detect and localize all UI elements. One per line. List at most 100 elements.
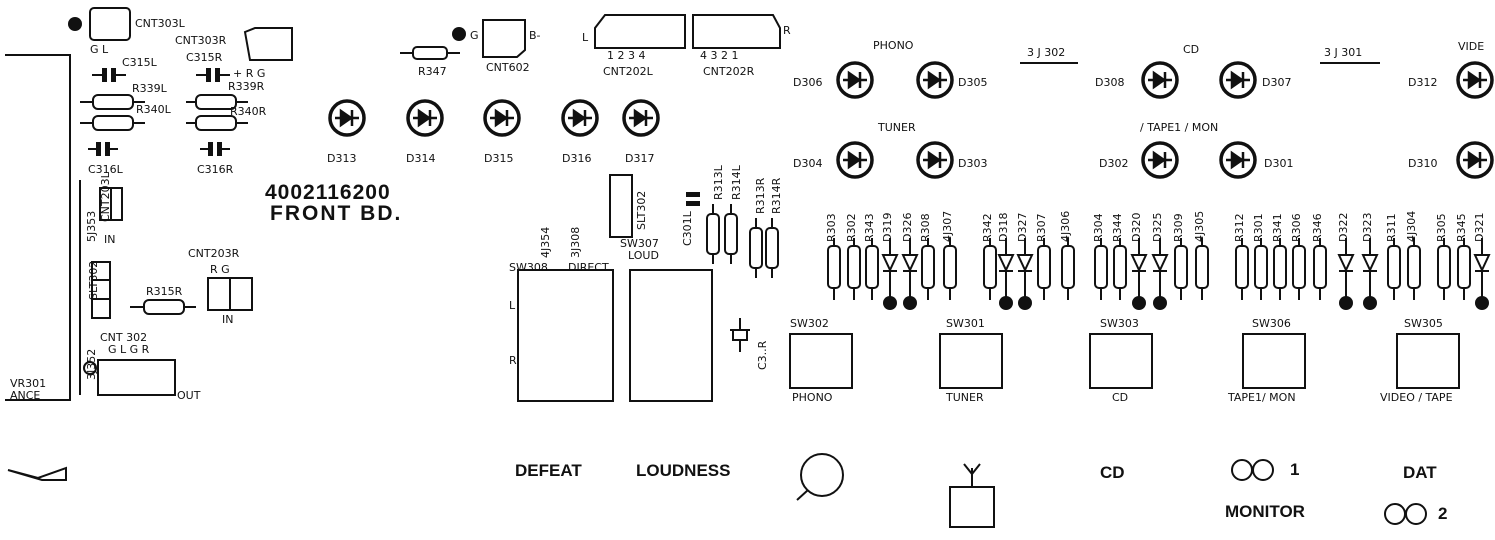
- d310-led-symbol: [1456, 141, 1494, 179]
- d308-led-symbol: [1141, 61, 1179, 99]
- cnt203r-label: CNT203R: [188, 247, 240, 260]
- d313-led-symbol: [328, 99, 366, 137]
- r302-resistor: [847, 238, 861, 300]
- cnt202r-label: CNT202R: [703, 65, 755, 78]
- tape-reel-icon-2-right: [1405, 503, 1427, 525]
- r314l-label: R314L: [730, 165, 743, 200]
- d319-diode: [881, 238, 899, 310]
- r344-resistor: [1113, 238, 1127, 300]
- sw303-switch: [1089, 333, 1153, 389]
- jumper-3j302-label: 3 J 302: [1027, 46, 1066, 59]
- r347-resistor: [412, 46, 448, 60]
- tape-reel-icon-2-left: [1384, 503, 1406, 525]
- 3j308-label: 3J308: [569, 226, 582, 258]
- sw306-function: TAPE1/ MON: [1228, 391, 1296, 404]
- d327-label: D327: [1016, 212, 1029, 242]
- d301-led-symbol: [1219, 141, 1257, 179]
- d325-diode: [1151, 238, 1169, 310]
- cnt303r-label: CNT303R: [175, 34, 227, 47]
- group-tapemon-label: / TAPE1 / MON: [1140, 121, 1219, 134]
- r313r-label: R313R: [754, 177, 767, 214]
- r345-resistor: [1457, 238, 1471, 300]
- r315r-resistor: [143, 299, 185, 315]
- sw301-label: SW301: [946, 317, 985, 330]
- d322-label: D322: [1337, 212, 1350, 242]
- r312-resistor: [1235, 238, 1249, 300]
- cnt303l-label: CNT303L: [135, 17, 185, 30]
- c301r-label: C3..R: [756, 340, 769, 370]
- r343-label: R343: [863, 213, 876, 242]
- d321-diode: [1473, 238, 1491, 310]
- sw306-label: SW306: [1252, 317, 1291, 330]
- d301-label: D301: [1264, 157, 1294, 170]
- d326-diode: [901, 238, 919, 310]
- sw305-switch: [1396, 333, 1460, 389]
- registration-mark: [83, 361, 97, 375]
- r304-label: R304: [1092, 213, 1105, 242]
- antenna-icon: [963, 463, 981, 487]
- r315r-label: R315R: [146, 285, 183, 298]
- board-edge-outline: [5, 54, 71, 401]
- cnt303l-pins: G L: [90, 43, 109, 56]
- r305-label: R305: [1435, 213, 1448, 242]
- tape-reel-icon-1-left: [1231, 459, 1253, 481]
- r305-resistor: [1437, 238, 1451, 300]
- d307-led-symbol: [1219, 61, 1257, 99]
- sw303-function: CD: [1112, 391, 1129, 404]
- cnt303r-connector: [243, 27, 293, 61]
- r309-resistor: [1174, 238, 1188, 300]
- r314r-label: R314R: [770, 177, 783, 214]
- panel-cd: CD: [1100, 463, 1125, 482]
- c316l-label: C316L: [88, 163, 123, 176]
- group-cd-label: CD: [1183, 43, 1200, 56]
- 4j304-jumper: [1407, 238, 1421, 300]
- d312-led-symbol: [1456, 61, 1494, 99]
- d323-diode: [1361, 238, 1379, 310]
- sw308-l-label: L: [509, 299, 516, 312]
- pin1-dot-cnt602: [452, 27, 466, 41]
- group-phono-label: PHONO: [873, 39, 914, 52]
- r347-label: R347: [418, 65, 447, 78]
- panel-monitor-1: 1: [1290, 460, 1300, 479]
- sw308-switch: [517, 269, 614, 402]
- d314-led-symbol: [406, 99, 444, 137]
- d304-label: D304: [793, 157, 823, 170]
- slt302-connector: [91, 261, 111, 319]
- antenna-box-symbol: [949, 486, 995, 528]
- board-name: FRONT BD.: [270, 202, 403, 225]
- 5j353-label: 5J353: [85, 210, 98, 242]
- d313-label: D313: [327, 152, 357, 165]
- r307-resistor: [1037, 238, 1051, 300]
- d320-diode: [1130, 238, 1148, 310]
- d322-diode: [1337, 238, 1355, 310]
- cnt302-connector: [97, 359, 176, 396]
- sw307-label: SW307: [620, 237, 659, 250]
- r313l-label: R313L: [712, 165, 725, 200]
- r308-resistor: [921, 238, 935, 300]
- d305-led-symbol: [916, 61, 954, 99]
- d314-label: D314: [406, 152, 436, 165]
- sw306-switch: [1242, 333, 1306, 389]
- r342-resistor: [983, 238, 997, 300]
- 4j307-label: 4J307: [941, 210, 954, 242]
- d321-label: D321: [1473, 212, 1486, 242]
- c316r-label: C316R: [197, 163, 234, 176]
- r340r-label: R340R: [230, 105, 267, 118]
- cnt202l-pin-l: L: [582, 31, 589, 44]
- c315l-label: C315L: [122, 56, 157, 69]
- 4j305-label: 4J305: [1193, 210, 1206, 242]
- d315-led-symbol: [483, 99, 521, 137]
- panel-dat: DAT: [1403, 463, 1437, 482]
- r314l-resistor: [724, 213, 738, 255]
- r307-label: R307: [1035, 213, 1048, 242]
- d316-led-symbol: [561, 99, 599, 137]
- panel-defeat: DEFEAT: [515, 461, 582, 480]
- r339l-resistor: [92, 94, 134, 110]
- board-number: 4002116200: [265, 181, 391, 204]
- panel-monitor: MONITOR: [1225, 502, 1305, 521]
- cnt202l-connector: [594, 14, 686, 49]
- c301l-label: C301L: [681, 211, 694, 246]
- sw308-label: SW308: [509, 261, 548, 274]
